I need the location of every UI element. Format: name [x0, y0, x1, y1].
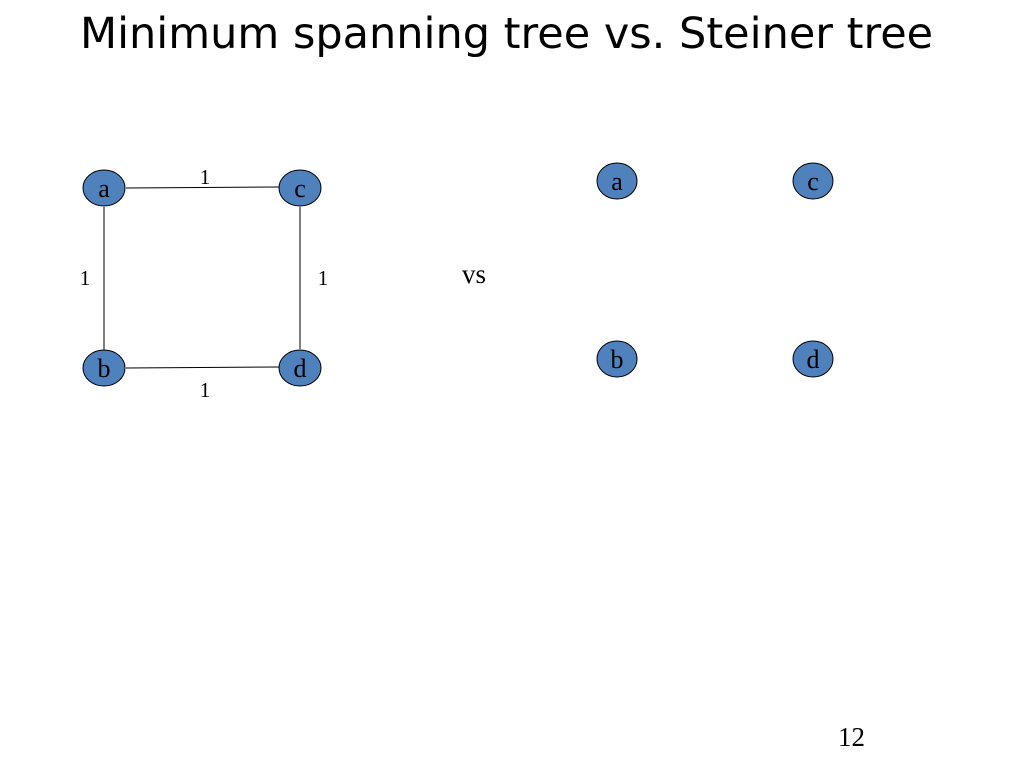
right-node-d-label: d [807, 345, 820, 374]
edge-a-c [125, 186, 281, 189]
edge-weight-a-b: 1 [80, 266, 91, 290]
edge-weight-a-c: 1 [200, 165, 211, 189]
edge-weight-c-d: 1 [318, 266, 329, 290]
right-node-b-label: b [611, 345, 624, 374]
left-node-c: c [278, 169, 322, 207]
right-node-c: c [792, 162, 834, 200]
left-node-a-label: a [98, 174, 110, 203]
left-node-b-label: b [98, 354, 111, 383]
right-node-c-label: c [807, 167, 819, 196]
right-node-b: b [596, 340, 638, 378]
edge-weight-b-d: 1 [200, 378, 211, 402]
right-node-a-label: a [611, 167, 623, 196]
slide-title: Minimum spanning tree vs. Steiner tree [80, 9, 934, 59]
left-node-c-label: c [294, 174, 306, 203]
left-node-a: a [82, 169, 126, 207]
left-node-b: b [82, 349, 126, 387]
left-node-d: d [278, 349, 322, 387]
left-node-d-label: d [294, 354, 307, 383]
right-node-d: d [792, 340, 834, 378]
edge-b-d [125, 366, 281, 369]
right-node-a: a [596, 162, 638, 200]
vs-separator: vs [462, 259, 487, 289]
page-number: 12 [838, 722, 865, 752]
